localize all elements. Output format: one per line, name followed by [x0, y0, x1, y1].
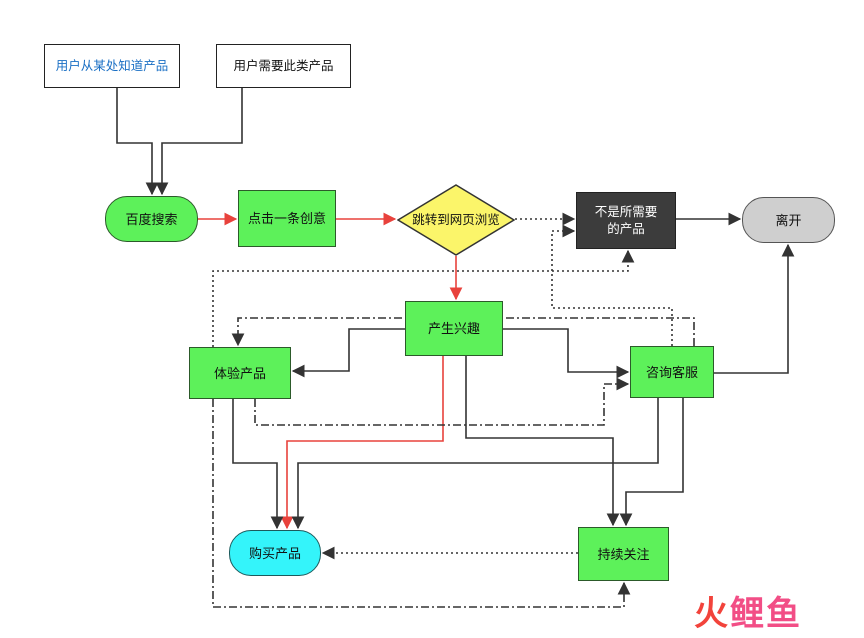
edge-interest-experience — [291, 328, 405, 378]
node-buy-product-label: 购买产品 — [248, 545, 301, 561]
node-jump-browse-decision: 跳转到网页浏览 — [397, 184, 515, 256]
node-need-product-label: 用户需要此类产品 — [233, 58, 334, 73]
edge-need-search — [155, 88, 243, 196]
watermark-logo: 火鲤鱼 — [694, 594, 802, 634]
node-baidu-search-label: 百度搜索 — [125, 211, 178, 227]
node-leave: 离开 — [742, 197, 835, 243]
edge-consult-notneed — [551, 224, 673, 346]
watermark-char-2: 鲤 — [730, 594, 766, 634]
edge-interest-buy — [280, 356, 444, 530]
node-interest-label: 产生兴趣 — [427, 321, 480, 336]
node-keep-following: 持续关注 — [578, 527, 669, 581]
node-not-needed: 不是所需要的产品 — [576, 192, 676, 249]
node-need-product: 用户需要此类产品 — [216, 44, 351, 88]
node-click-ad: 点击一条创意 — [238, 190, 336, 247]
watermark-char-1: 火 — [694, 594, 730, 634]
node-know-product: 用户从某处知道产品 — [44, 44, 180, 88]
edge-experience-notneed — [212, 249, 635, 347]
watermark-char-3: 鱼 — [766, 594, 802, 634]
node-click-ad-label: 点击一条创意 — [247, 211, 326, 226]
node-experience-product: 体验产品 — [189, 347, 291, 399]
edge-interest-follow — [465, 356, 620, 527]
edge-experience-consult — [254, 377, 630, 426]
node-experience-product-label: 体验产品 — [213, 365, 266, 381]
edge-interest-consult — [503, 328, 630, 379]
node-know-product-label: 用户从某处知道产品 — [55, 58, 169, 73]
node-not-needed-label: 不是所需要的产品 — [594, 204, 658, 236]
decision-diamond — [397, 184, 515, 256]
node-keep-following-label: 持续关注 — [597, 546, 650, 562]
edge-consult-leave — [714, 243, 795, 374]
edge-consult-buy — [291, 398, 659, 530]
node-baidu-search: 百度搜索 — [105, 196, 198, 242]
node-consult-service: 咨询客服 — [630, 346, 714, 398]
node-consult-service-label: 咨询客服 — [645, 364, 698, 380]
edge-experience-follow — [212, 399, 631, 608]
edge-consult-follow — [619, 398, 684, 527]
edge-know-search — [116, 88, 159, 196]
edge-experience-buy — [232, 399, 284, 530]
node-interest: 产生兴趣 — [405, 301, 503, 356]
node-jump-browse-label: 跳转到网页浏览 — [412, 212, 500, 227]
node-buy-product: 购买产品 — [229, 530, 321, 576]
node-leave-label: 离开 — [775, 212, 802, 228]
